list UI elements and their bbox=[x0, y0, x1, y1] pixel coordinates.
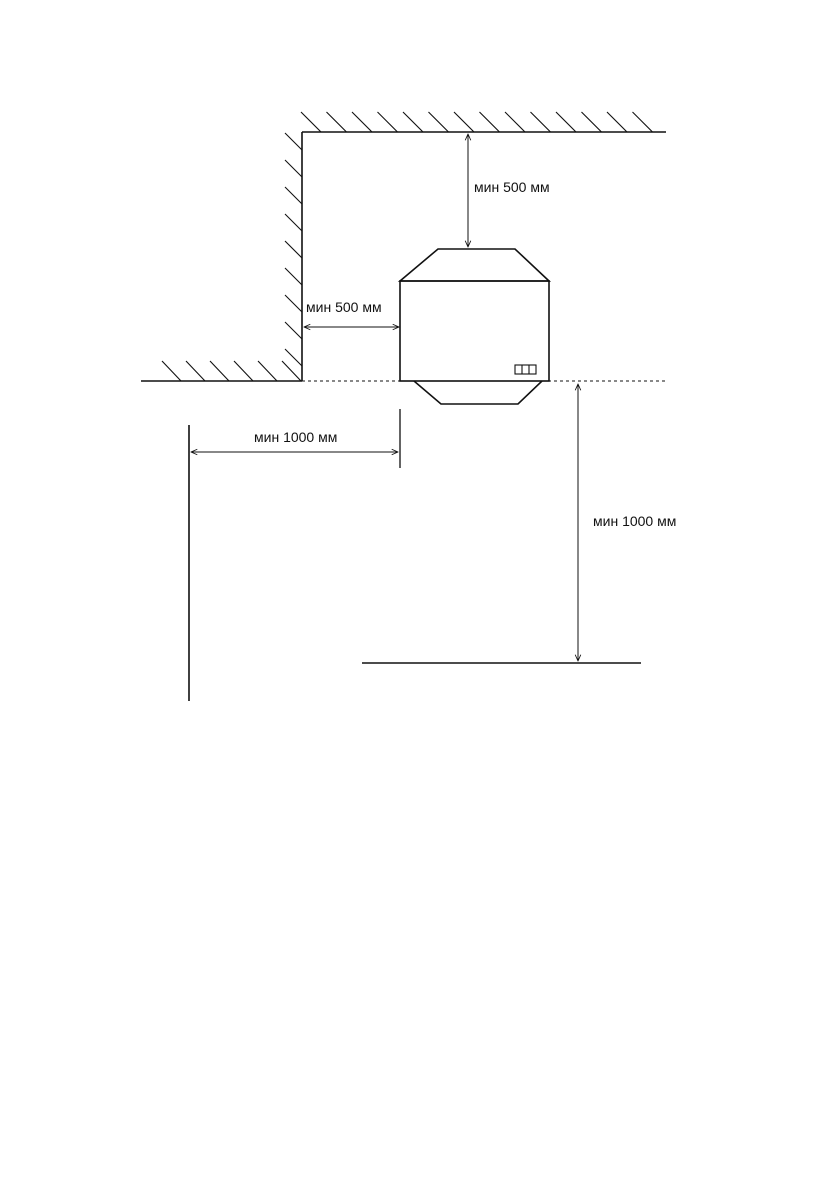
hatch-mark bbox=[285, 241, 302, 258]
heater-bottom-cap bbox=[414, 381, 542, 404]
ceiling-clearance-label: мин 500 мм bbox=[474, 179, 550, 195]
hatch-mark bbox=[285, 322, 302, 339]
wall-clearance-dimension: мин 500 мм bbox=[304, 299, 399, 327]
floor-clearance-label: мин 1000 мм bbox=[593, 513, 676, 529]
water-heater bbox=[400, 249, 549, 404]
ceiling-clearance-dimension: мин 500 мм bbox=[468, 134, 550, 247]
heater-top-cap bbox=[400, 249, 549, 281]
hatch-mark bbox=[285, 133, 302, 150]
wall-clearance-label: мин 500 мм bbox=[306, 299, 382, 315]
hatch-mark bbox=[531, 112, 551, 132]
hatch-mark bbox=[301, 112, 321, 132]
front-clearance-dimension: мин 1000 мм bbox=[189, 409, 400, 701]
hatch-mark bbox=[162, 361, 181, 381]
hatch-mark bbox=[607, 112, 627, 132]
floor-clearance-dimension: мин 1000 мм bbox=[362, 384, 676, 663]
side-wall bbox=[285, 132, 302, 381]
hatch-mark bbox=[327, 112, 347, 132]
hatch-mark bbox=[480, 112, 500, 132]
hatch-mark bbox=[285, 268, 302, 285]
hatch-mark bbox=[556, 112, 576, 132]
hatch-mark bbox=[186, 361, 205, 381]
ceiling bbox=[301, 112, 666, 132]
hatch-mark bbox=[258, 361, 277, 381]
hatch-mark bbox=[285, 214, 302, 231]
hatch-mark bbox=[285, 160, 302, 177]
heater-body bbox=[400, 281, 549, 381]
hatch-mark bbox=[352, 112, 372, 132]
hatch-mark bbox=[378, 112, 398, 132]
hatch-mark bbox=[285, 295, 302, 312]
hatch-mark bbox=[429, 112, 449, 132]
hatch-mark bbox=[285, 187, 302, 204]
hatch-mark bbox=[285, 349, 302, 366]
hatch-mark bbox=[633, 112, 653, 132]
hatch-mark bbox=[582, 112, 602, 132]
hatch-mark bbox=[403, 112, 423, 132]
hatch-mark bbox=[454, 112, 474, 132]
heater-display-icon bbox=[515, 365, 536, 374]
hatch-mark bbox=[234, 361, 253, 381]
front-clearance-label: мин 1000 мм bbox=[254, 429, 337, 445]
hatch-mark bbox=[505, 112, 525, 132]
hatch-mark bbox=[210, 361, 229, 381]
wall-hatching bbox=[285, 133, 302, 366]
ceiling-hatching bbox=[301, 112, 653, 132]
hatch-mark bbox=[282, 361, 301, 381]
left-ledge bbox=[141, 361, 302, 381]
ledge-hatching bbox=[162, 361, 301, 381]
